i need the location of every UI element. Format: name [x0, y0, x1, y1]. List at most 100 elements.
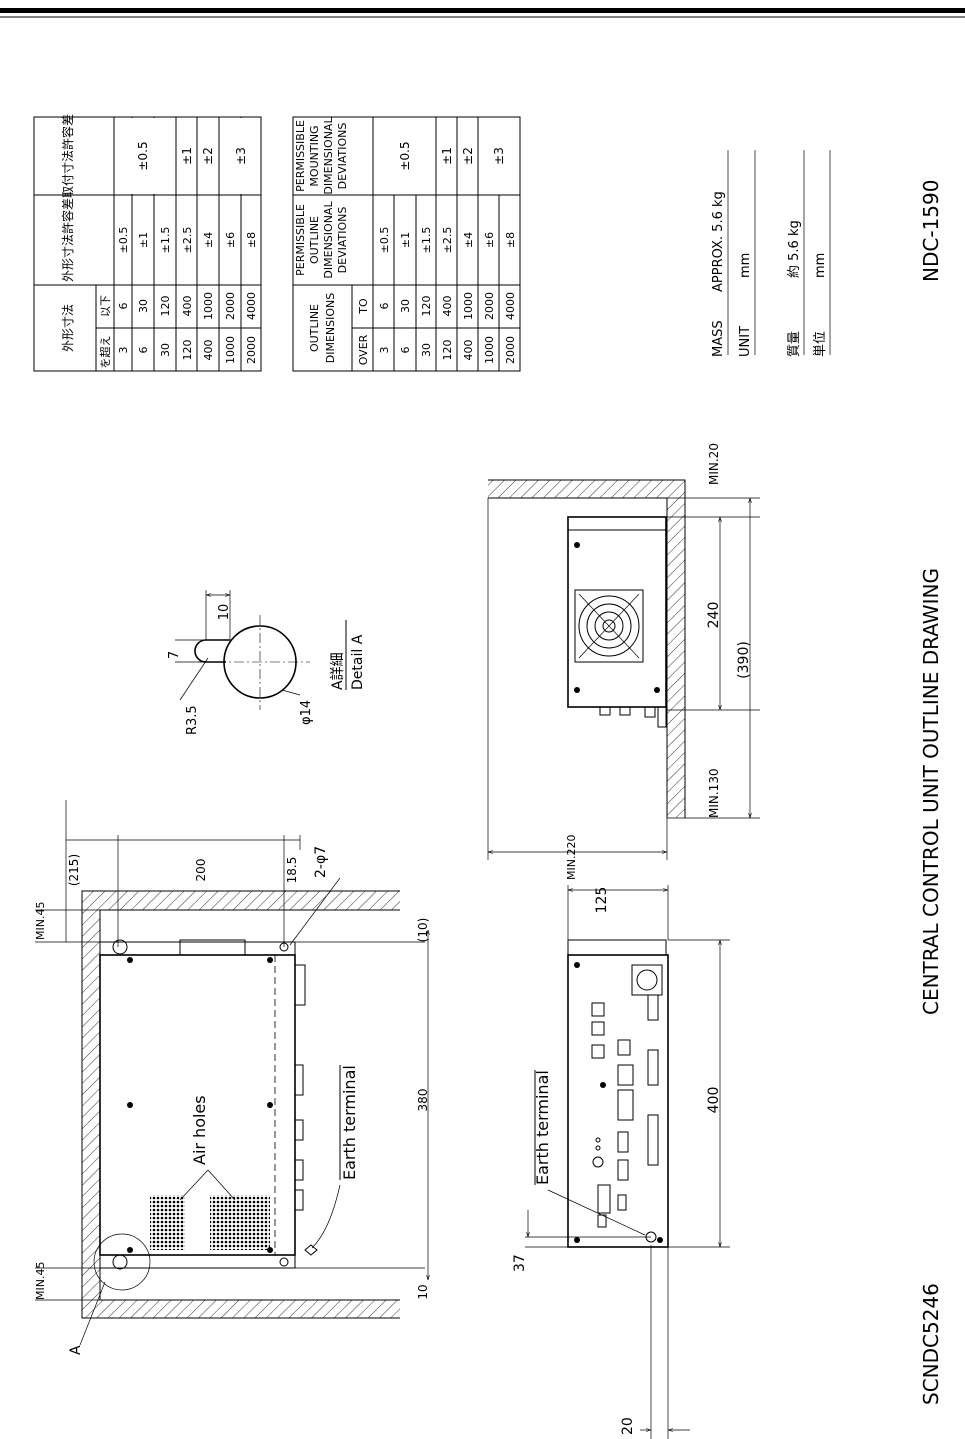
svg-text:6: 6 [378, 303, 391, 310]
dim-10: 10 [416, 1284, 430, 1299]
svg-text:6: 6 [117, 303, 130, 310]
jp-row: 30 120 ±1.5 [159, 227, 172, 357]
unit-label-jp: 単位 [812, 331, 828, 357]
svg-text:2000: 2000 [483, 292, 496, 320]
dim-min220: MIN.220 [565, 835, 578, 880]
en-outline-dev-1: PERMISSIBLE [294, 204, 307, 276]
jp-over-header: を超え [98, 336, 112, 369]
en-mount-3: ±2 [461, 147, 475, 165]
mass-label-en: MASS [711, 320, 726, 357]
drawing-title: CENTRAL CONTROL UNIT OUTLINE DRAWING [919, 568, 943, 1015]
svg-text:±4: ±4 [462, 232, 475, 248]
en-row: 120 400 ±2.5 [441, 227, 454, 361]
air-holes-label: Air holes [190, 1095, 209, 1165]
svg-text:±4: ±4 [202, 232, 215, 248]
jp-mount-2: ±1 [180, 147, 194, 165]
svg-text:±8: ±8 [245, 232, 258, 248]
mass-value-en: APPROX. 5.6 kg [711, 191, 726, 292]
earth-terminal-label-front: Earth terminal [533, 1070, 552, 1185]
svg-text:4000: 4000 [245, 292, 258, 320]
tolerance-table-jp: 外形寸法 を超え 以下 外形寸法許容差 取付寸法許容差 3 6 ±0.5 6 3… [33, 114, 262, 372]
unit-label-en: UNIT [738, 326, 753, 357]
en-outline-header-2: DIMENSIONS [324, 293, 337, 363]
dim-37: 37 [512, 1254, 528, 1272]
side-view: MIN.220 240 (390) MIN.20 MIN.130 [487, 443, 760, 880]
svg-text:400: 400 [181, 296, 194, 317]
svg-text:1000: 1000 [224, 336, 237, 364]
detail-r-label: R3.5 [185, 705, 200, 735]
svg-text:±8: ±8 [504, 232, 517, 248]
mass-label-jp: 質量 [787, 331, 802, 357]
detail-a: 10 7 R3.5 φ14 A詳細 Detail A [167, 590, 366, 735]
en-to-header: TO [357, 298, 370, 315]
en-row: 6 30 ±1 [399, 232, 412, 354]
en-mount-dev-4: DEVIATIONS [336, 123, 349, 190]
detail-dim-10: 10 [217, 604, 232, 621]
svg-text:400: 400 [462, 340, 475, 361]
en-outline-dev-4: DEVIATIONS [336, 207, 349, 274]
document-number: SCNDC5246 [919, 1283, 943, 1405]
detail-marker-a: A [68, 1345, 84, 1355]
jp-to-header: 以下 [99, 295, 112, 317]
en-row: 2000 4000 ±8 [504, 232, 517, 364]
svg-text:1000: 1000 [202, 292, 215, 320]
dim-380: 380 [416, 1089, 430, 1112]
en-mount-dev-1: PERMISSIBLE [294, 120, 307, 192]
en-mount-4: ±3 [492, 147, 506, 165]
svg-text:±0.5: ±0.5 [117, 227, 130, 254]
svg-text:±1: ±1 [399, 232, 412, 248]
fan-guard [631, 964, 663, 996]
min45-top: MIN.45 [34, 902, 47, 940]
holes-label: 2-φ7 [313, 846, 329, 878]
svg-text:±1.5: ±1.5 [159, 227, 172, 254]
svg-text:2000: 2000 [504, 336, 517, 364]
jp-outline-dev-header: 外形寸法許容差 [60, 198, 75, 282]
svg-text:2000: 2000 [245, 336, 258, 364]
top-view: Air holes Earth terminal A (215) 200 18.… [34, 800, 430, 1355]
dim-10-paren: (10) [416, 918, 430, 943]
jp-row: 1000 2000 ±6 [224, 232, 237, 364]
jp-outline-header: 外形寸法 [61, 304, 75, 352]
svg-text:6: 6 [137, 347, 150, 354]
en-over-header: OVER [357, 334, 370, 365]
mass-unit-block: MASS APPROX. 5.6 kg UNIT mm 質量 約 5.6 kg … [711, 150, 831, 357]
en-outline-header-1: OUTLINE [308, 304, 321, 352]
side-fan-guard [574, 589, 644, 663]
svg-text:2000: 2000 [224, 292, 237, 320]
dim-390: (390) [736, 641, 752, 679]
svg-text:30: 30 [159, 343, 172, 357]
svg-text:±2.5: ±2.5 [181, 227, 194, 254]
unit-side-body [567, 516, 667, 708]
svg-text:120: 120 [181, 340, 194, 361]
detail-dim-7: 7 [167, 651, 182, 659]
svg-text:30: 30 [399, 299, 412, 313]
mounting-hole [112, 939, 128, 955]
en-row: 400 1000 ±4 [462, 232, 475, 361]
svg-text:3: 3 [378, 347, 391, 354]
svg-text:4000: 4000 [504, 292, 517, 320]
earth-terminal-label-top: Earth terminal [340, 1065, 359, 1180]
jp-mount-dev-header: 取付寸法許容差 [60, 114, 75, 198]
en-mount-1: ±0.5 [398, 141, 412, 170]
svg-text:6: 6 [399, 347, 412, 354]
svg-text:3: 3 [117, 347, 130, 354]
dim-215: (215) [67, 854, 81, 886]
dim-240: 240 [706, 602, 722, 629]
jp-row: 6 30 ±1 [137, 232, 150, 354]
svg-text:±0.5: ±0.5 [378, 227, 391, 254]
svg-text:30: 30 [137, 299, 150, 313]
jp-row: 3 6 ±0.5 [117, 227, 130, 354]
svg-text:400: 400 [202, 340, 215, 361]
front-view: Earth terminal 37 20 400 125 [512, 885, 730, 1439]
air-holes-patch [150, 1195, 185, 1250]
header-rule [0, 8, 965, 13]
dim-18-5: 18.5 [285, 857, 299, 884]
dim-125: 125 [594, 887, 610, 914]
dim-400: 400 [706, 1087, 722, 1114]
min45-bottom: MIN.45 [34, 1262, 47, 1300]
detail-caption-jp: A詳細 [330, 652, 346, 690]
svg-text:±1.5: ±1.5 [420, 227, 433, 254]
en-mount-dev-2: MOUNTING [308, 125, 321, 186]
model-number: NDC-1590 [919, 180, 943, 282]
